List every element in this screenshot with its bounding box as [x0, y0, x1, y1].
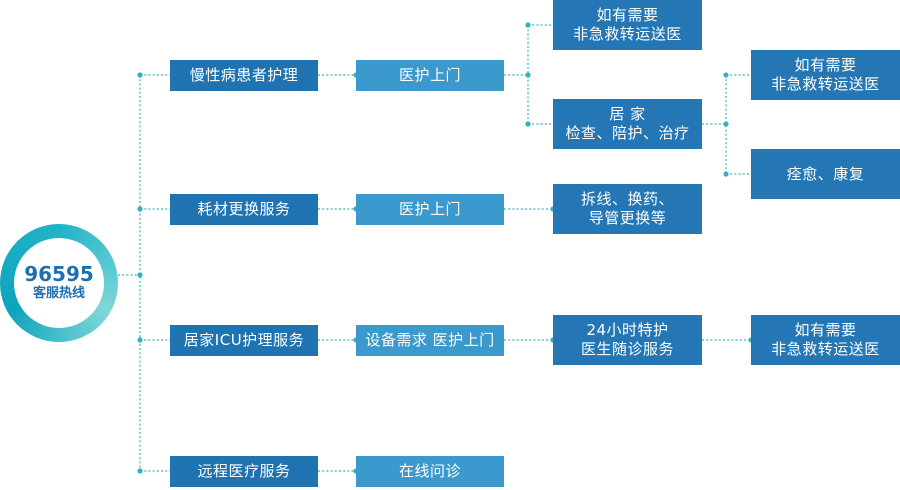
outcome-transfer-mid: 如有需要 非急救转运送医 [751, 50, 900, 100]
outcome-icu-care: 24小时特护 医生随诊服务 [553, 315, 702, 365]
outcome-transfer-top-line1: 如有需要 [596, 6, 659, 24]
hotline-label: 客服热线 [32, 286, 85, 301]
mode-telemedicine-label: 在线问诊 [398, 462, 461, 480]
outcome-transfer-mid-line1: 如有需要 [794, 56, 857, 74]
outcome-home-care-line1: 居 家 [609, 105, 646, 123]
mode-telemedicine: 在线问诊 [356, 456, 504, 487]
outcome-consumables: 拆线、换药、 导管更换等 [553, 184, 702, 234]
mode-home-icu-label: 设备需求 医护上门 [365, 331, 495, 349]
hotline-number: 96595 [24, 262, 94, 286]
hotline-badge-inner: 96595 客服热线 [14, 238, 104, 328]
outcome-home-care-line2: 检查、陪护、治疗 [565, 124, 690, 142]
outcome-transfer-icu-line2: 非急救转运送医 [771, 340, 880, 358]
outcome-icu-care-line1: 24小时特护 [586, 321, 669, 339]
mode-consumables-label: 医护上门 [398, 200, 461, 218]
outcome-consumables-line2: 导管更换等 [588, 209, 667, 227]
outcome-icu-care-line2: 医生随诊服务 [580, 340, 674, 358]
hotline-badge: 96595 客服热线 [0, 224, 118, 342]
service-home-icu-label: 居家ICU护理服务 [183, 331, 305, 349]
outcome-recovery-line1: 痊愈、康复 [786, 164, 865, 183]
outcome-consumables-line1: 拆线、换药、 [580, 190, 674, 208]
outcome-transfer-top-line2: 非急救转运送医 [573, 25, 682, 43]
service-home-icu: 居家ICU护理服务 [170, 325, 318, 356]
service-telemedicine: 远程医疗服务 [170, 456, 318, 487]
mode-chronic-care-label: 医护上门 [398, 66, 461, 84]
mode-home-icu: 设备需求 医护上门 [356, 325, 504, 356]
mode-consumables: 医护上门 [356, 194, 504, 225]
outcome-transfer-top: 如有需要 非急救转运送医 [553, 0, 702, 50]
outcome-transfer-mid-line2: 非急救转运送医 [771, 75, 880, 93]
service-telemedicine-label: 远程医疗服务 [197, 462, 291, 480]
outcome-transfer-icu: 如有需要 非急救转运送医 [751, 315, 900, 365]
service-chronic-care-label: 慢性病患者护理 [189, 66, 299, 84]
outcome-home-care: 居 家 检查、陪护、治疗 [553, 99, 702, 149]
outcome-transfer-icu-line1: 如有需要 [794, 321, 857, 339]
mode-chronic-care: 医护上门 [356, 60, 504, 91]
service-consumables-label: 耗材更换服务 [197, 200, 291, 218]
service-chronic-care: 慢性病患者护理 [170, 60, 318, 91]
service-consumables: 耗材更换服务 [170, 194, 318, 225]
outcome-recovery: 痊愈、康复 [751, 149, 900, 199]
